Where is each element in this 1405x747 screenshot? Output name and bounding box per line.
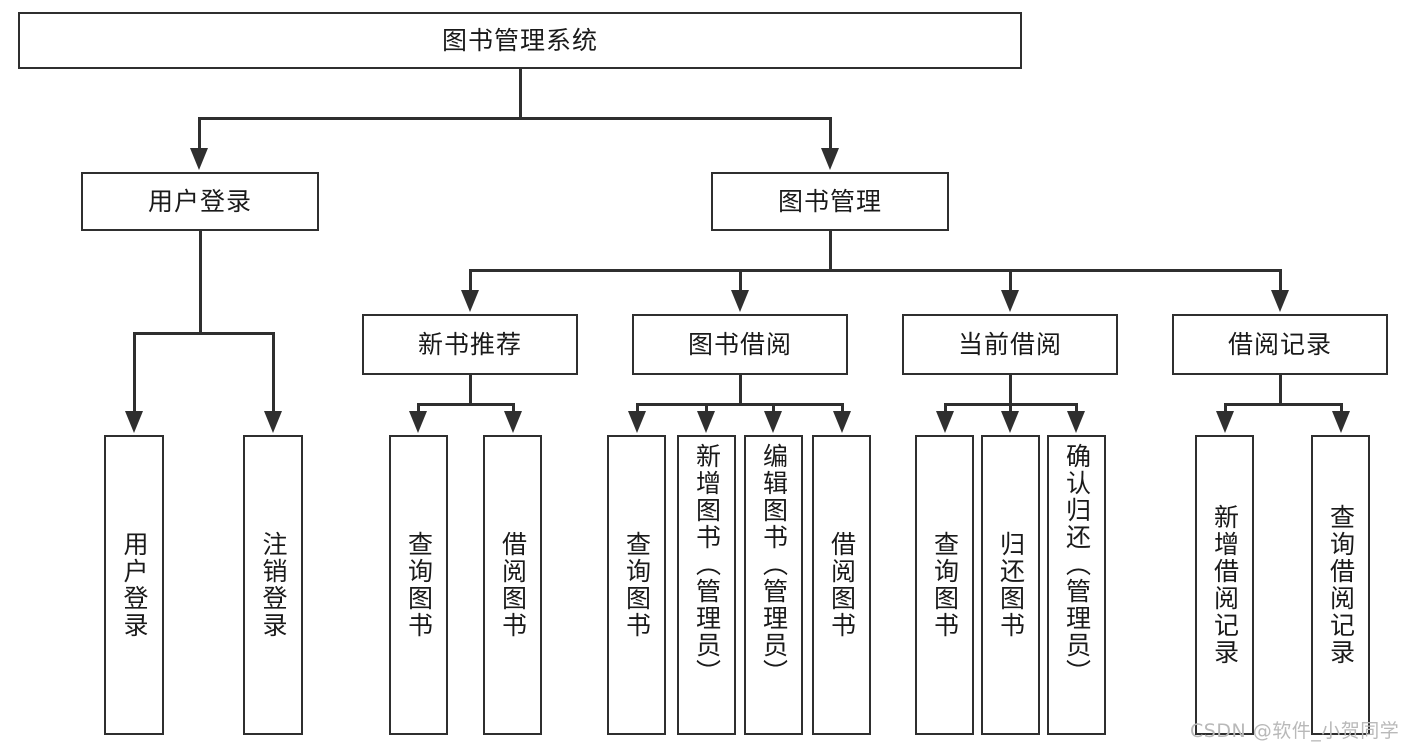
connector-current-borrow-drop-1: [944, 403, 947, 412]
connector-user-login-stem: [199, 231, 202, 334]
leaf-new-book-query-book[interactable]: 查询图书: [389, 435, 448, 735]
leaf-new-book-borrow-book[interactable]: 借阅图书: [483, 435, 542, 735]
connector-new-book-drop-2: [512, 403, 515, 412]
leaf-book-borrow-query-book[interactable]: 查询图书: [607, 435, 666, 735]
connector-root-bar: [198, 117, 831, 120]
connector-user-login-drop-2: [272, 332, 275, 412]
leaf-borrow-record-add-record[interactable]: 新增借阅记录: [1195, 435, 1254, 735]
connector-borrow-record-stem: [1279, 375, 1282, 405]
connector-root-stem: [519, 69, 522, 119]
leaf-current-borrow-return-book[interactable]: 归还图书: [981, 435, 1040, 735]
arrow-user-login-leaf-2: [264, 411, 282, 433]
connector-new-book-drop-1: [417, 403, 420, 412]
connector-bm-to-borrow-record: [1279, 269, 1282, 291]
arrow-bm-to-borrow-record: [1271, 290, 1289, 312]
leaf-current-borrow-query-book[interactable]: 查询图书: [915, 435, 974, 735]
arrow-current-borrow-leaf-2: [1001, 411, 1019, 433]
connector-book-borrow-drop-4: [841, 403, 844, 412]
connector-root-to-user-login: [198, 117, 201, 149]
connector-current-borrow-stem: [1009, 375, 1012, 405]
node-user-login[interactable]: 用户登录: [81, 172, 319, 231]
connector-book-borrow-drop-2: [705, 403, 708, 412]
leaf-borrow-record-query-record[interactable]: 查询借阅记录: [1311, 435, 1370, 735]
arrow-borrow-record-leaf-2: [1332, 411, 1350, 433]
arrow-current-borrow-leaf-3: [1067, 411, 1085, 433]
leaf-current-borrow-confirm-return-admin[interactable]: 确认归还（管理员）: [1047, 435, 1106, 735]
connector-book-borrow-drop-3: [772, 403, 775, 412]
leaf-user-login-logout[interactable]: 注销登录: [243, 435, 303, 735]
arrow-book-borrow-leaf-2: [697, 411, 715, 433]
arrow-root-to-user-login: [190, 148, 208, 170]
arrow-bm-to-book-borrow: [731, 290, 749, 312]
leaf-book-borrow-add-book-admin[interactable]: 新增图书（管理员）: [677, 435, 736, 735]
arrow-new-book-leaf-2: [504, 411, 522, 433]
arrow-bm-to-new-book: [461, 290, 479, 312]
connector-current-borrow-drop-3: [1075, 403, 1078, 412]
connector-new-book-bar: [417, 403, 514, 406]
arrow-borrow-record-leaf-1: [1216, 411, 1234, 433]
arrow-current-borrow-leaf-1: [936, 411, 954, 433]
node-new-book-recommend[interactable]: 新书推荐: [362, 314, 578, 375]
connector-bm-to-current-borrow: [1009, 269, 1012, 291]
node-book-management[interactable]: 图书管理: [711, 172, 949, 231]
leaf-book-borrow-borrow-book[interactable]: 借阅图书: [812, 435, 871, 735]
connector-bm-to-new-book: [469, 269, 472, 291]
connector-current-borrow-drop-2: [1009, 403, 1012, 412]
node-current-borrow[interactable]: 当前借阅: [902, 314, 1118, 375]
leaf-book-borrow-edit-book-admin[interactable]: 编辑图书（管理员）: [744, 435, 803, 735]
leaf-user-login-login[interactable]: 用户登录: [104, 435, 164, 735]
connector-user-login-drop-1: [133, 332, 136, 412]
connector-new-book-stem: [469, 375, 472, 405]
arrow-new-book-leaf-1: [409, 411, 427, 433]
arrow-book-borrow-leaf-4: [833, 411, 851, 433]
csdn-watermark: CSDN @软件_小贺同学: [1190, 720, 1400, 742]
connector-user-login-bar: [133, 332, 274, 335]
connector-book-management-bar: [469, 269, 1281, 272]
connector-book-management-stem: [829, 231, 832, 271]
connector-book-borrow-bar: [636, 403, 843, 406]
node-root-book-management-system[interactable]: 图书管理系统: [18, 12, 1022, 69]
arrow-user-login-leaf-1: [125, 411, 143, 433]
connector-book-borrow-stem: [739, 375, 742, 405]
arrow-book-borrow-leaf-1: [628, 411, 646, 433]
node-book-borrow[interactable]: 图书借阅: [632, 314, 848, 375]
connector-bm-to-book-borrow: [739, 269, 742, 291]
connector-borrow-record-drop-1: [1224, 403, 1227, 412]
arrow-root-to-book-management: [821, 148, 839, 170]
arrow-bm-to-current-borrow: [1001, 290, 1019, 312]
connector-book-borrow-drop-1: [636, 403, 639, 412]
node-borrow-record[interactable]: 借阅记录: [1172, 314, 1388, 375]
connector-borrow-record-bar: [1224, 403, 1342, 406]
connector-borrow-record-drop-2: [1340, 403, 1343, 412]
connector-root-to-book-management: [829, 117, 832, 149]
arrow-book-borrow-leaf-3: [764, 411, 782, 433]
